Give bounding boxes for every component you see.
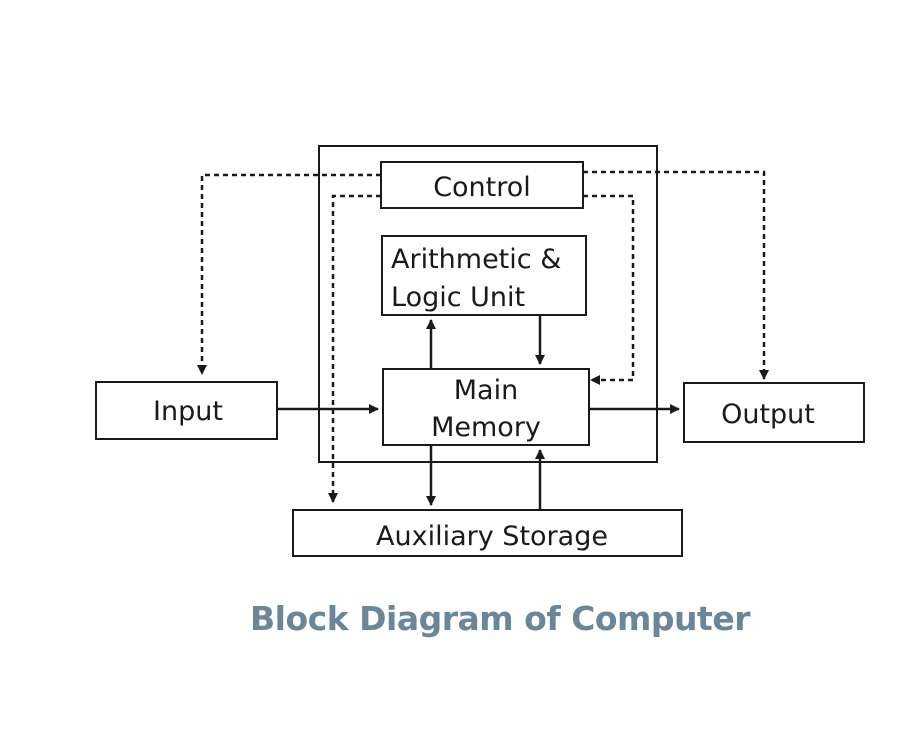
- cpu-enclosure: [318, 145, 658, 463]
- control-to-memory-line: [583, 194, 635, 385]
- storage-label: Auxiliary Storage: [376, 521, 608, 552]
- memory-label-line2: Memory: [431, 412, 541, 443]
- input-box: Input: [95, 381, 278, 440]
- control-label: Control: [433, 172, 531, 203]
- alu-box: Arithmetic & Logic Unit: [381, 235, 587, 316]
- alu-label-line2: Logic Unit: [391, 282, 525, 313]
- diagram-caption: Block Diagram of Computer: [250, 599, 751, 638]
- control-to-output-line: [583, 170, 769, 380]
- control-to-input-line: [197, 173, 381, 375]
- control-to-storage-line: [328, 194, 381, 503]
- main-memory-box: Main Memory: [382, 368, 590, 446]
- memory-label-line1: Main: [454, 375, 518, 406]
- output-label: Output: [721, 399, 815, 430]
- auxiliary-storage-box: Auxiliary Storage: [292, 509, 683, 557]
- alu-label-line1: Arithmetic &: [391, 244, 561, 275]
- input-label: Input: [153, 396, 223, 427]
- control-box: Control: [380, 161, 584, 209]
- output-box: Output: [683, 382, 865, 443]
